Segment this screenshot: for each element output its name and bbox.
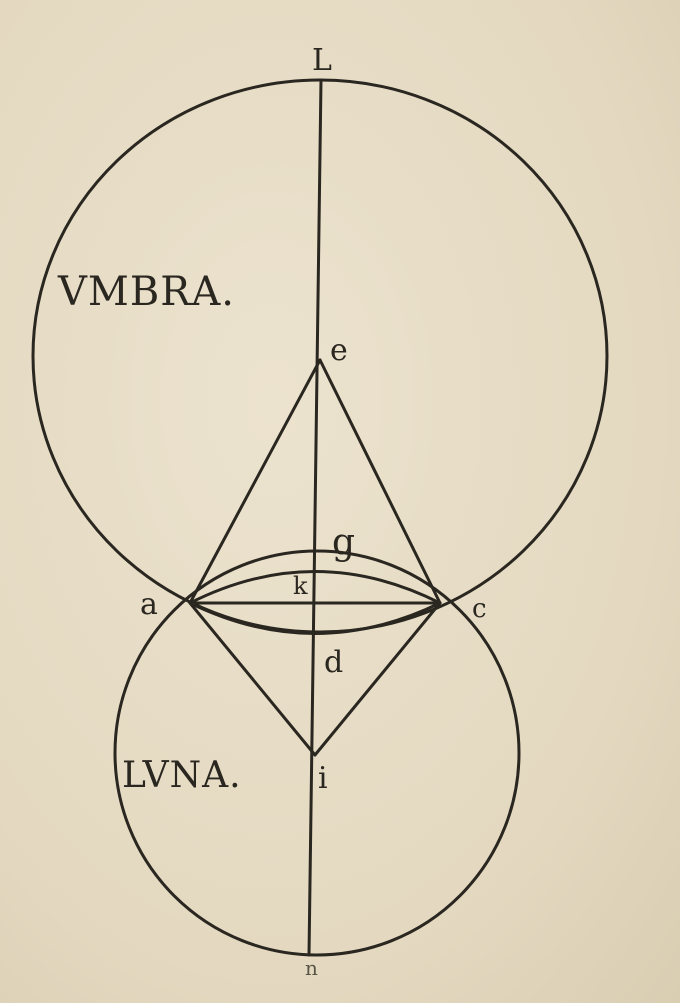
line-c-i bbox=[313, 601, 442, 757]
line-e-c bbox=[318, 358, 442, 605]
point-label-e: e bbox=[330, 333, 348, 368]
lens-lower-arc bbox=[188, 601, 442, 635]
umbra-label: VMBRA. bbox=[58, 269, 235, 315]
point-label-d: d bbox=[324, 645, 344, 680]
point-label-k: k bbox=[293, 572, 308, 600]
point-label-bottom: n bbox=[305, 956, 318, 980]
point-label-i: i bbox=[318, 761, 328, 796]
luna-label: LVNA. bbox=[122, 755, 242, 796]
lens-upper-arc bbox=[188, 570, 442, 605]
point-label-top: L bbox=[312, 43, 332, 78]
line-a-i bbox=[188, 601, 317, 757]
point-label-g: g bbox=[332, 522, 356, 563]
luna-circle bbox=[113, 549, 521, 957]
point-label-c: c bbox=[472, 594, 487, 624]
line-e-a bbox=[188, 358, 322, 605]
point-label-a: a bbox=[140, 587, 158, 622]
vertical-axis-line bbox=[307, 78, 323, 957]
